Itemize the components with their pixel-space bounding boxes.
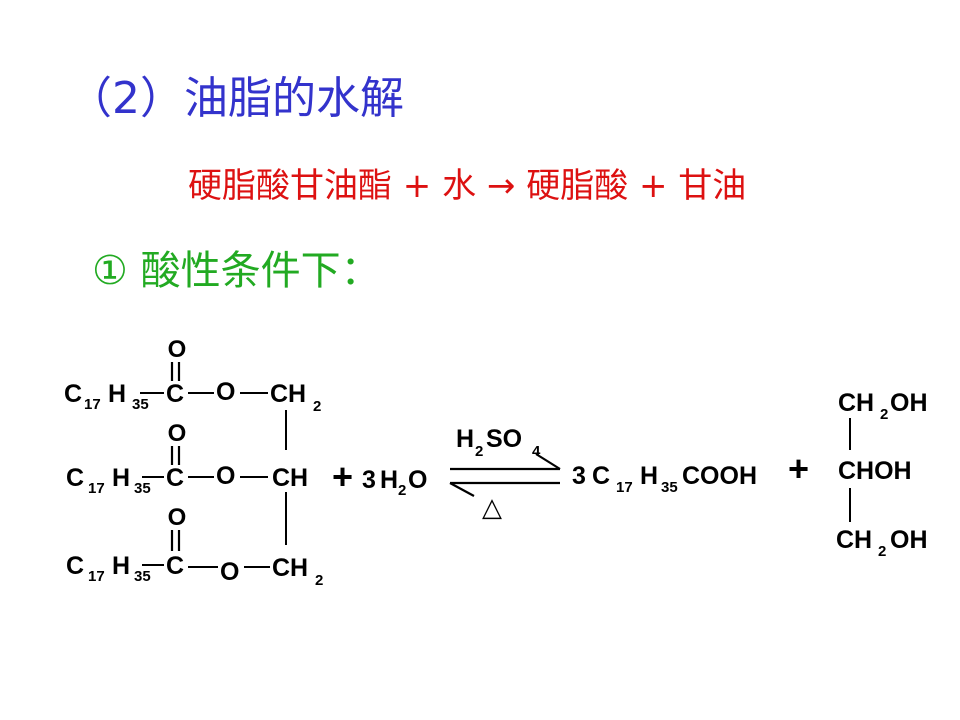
ester-row-2: O C 17 H 35 C O CH — [66, 420, 308, 497]
ester-row-3: O C 17 H 35 C O CH 2 — [66, 504, 323, 589]
ester-oxygen-2: O — [216, 462, 235, 490]
condition-heading: ① 酸性条件下： — [92, 248, 381, 294]
backbone-ch2-bottom-subscript: 2 — [315, 572, 323, 589]
glycerol: CH 2 OH CHOH CH 2 OH — [836, 389, 928, 560]
backbone-ch2-bottom: CH — [272, 554, 308, 582]
carbon-label-1: C — [64, 380, 82, 408]
plus-sign-1: + — [332, 456, 353, 497]
acyl-carbon-3: C — [166, 552, 184, 580]
hydrogen-subscript-3: 35 — [134, 568, 151, 585]
slide-title: （2）油脂的水解 — [68, 73, 404, 124]
acid-carbon: C — [592, 462, 610, 490]
ester-oxygen-1: O — [216, 378, 235, 406]
hydrogen-subscript-1: 35 — [132, 396, 149, 413]
acid-hydrogen: H — [640, 462, 658, 490]
glycerol-top-subscript: 2 — [880, 406, 888, 423]
water-subscript: 2 — [398, 482, 406, 499]
hydrogen-label-3: H — [112, 552, 130, 580]
plus-sign-2: + — [788, 448, 809, 489]
carbon-subscript-3: 17 — [88, 568, 105, 585]
glycerol-bottom: CH — [836, 526, 872, 554]
hydrogen-label-1: H — [108, 380, 126, 408]
carbon-label-2: C — [66, 464, 84, 492]
hydrogen-label-2: H — [112, 464, 130, 492]
water-hydrogen: H — [380, 466, 398, 494]
backbone-ch-mid: CH — [272, 464, 308, 492]
catalyst-h-subscript: 2 — [475, 443, 483, 460]
carbonyl-oxygen-3: O — [168, 504, 187, 531]
heat-symbol: △ — [482, 493, 502, 523]
hydrogen-subscript-2: 35 — [134, 480, 151, 497]
carbon-label-3: C — [66, 552, 84, 580]
carbon-subscript-1: 17 — [84, 396, 101, 413]
ester-oxygen-3: O — [220, 558, 239, 586]
carbon-subscript-2: 17 — [88, 480, 105, 497]
glycerol-bottom-subscript: 2 — [878, 543, 886, 560]
water-coefficient: 3 — [362, 466, 376, 494]
acid-hydrogen-subscript: 35 — [661, 479, 678, 496]
acyl-carbon-1: C — [166, 380, 184, 408]
glycerol-mid: CHOH — [838, 457, 912, 485]
acid-coefficient: 3 — [572, 462, 586, 490]
carbonyl-oxygen-2: O — [168, 420, 187, 447]
word-equation: 硬脂酸甘油酯 + 水 → 硬脂酸 + 甘油 — [188, 166, 747, 206]
catalyst-so: SO — [486, 425, 522, 453]
glycerol-top: CH — [838, 389, 874, 417]
acid-carbon-subscript: 17 — [616, 479, 633, 496]
acid-carboxyl: COOH — [682, 462, 757, 490]
reversible-arrow — [449, 453, 561, 497]
acyl-carbon-2: C — [166, 464, 184, 492]
glycerol-top-oh: OH — [890, 389, 928, 417]
backbone-ch2-top-subscript: 2 — [313, 398, 321, 415]
backbone-ch2-top: CH — [270, 380, 306, 408]
catalyst-so-subscript: 4 — [532, 443, 541, 460]
water-oxygen: O — [408, 466, 427, 494]
ester-row-1: O C 17 H 35 C O CH 2 — [64, 336, 321, 415]
catalyst-hydrogen: H — [456, 425, 474, 453]
glycerol-bottom-oh: OH — [890, 526, 928, 554]
carbonyl-oxygen-1: O — [168, 336, 187, 363]
